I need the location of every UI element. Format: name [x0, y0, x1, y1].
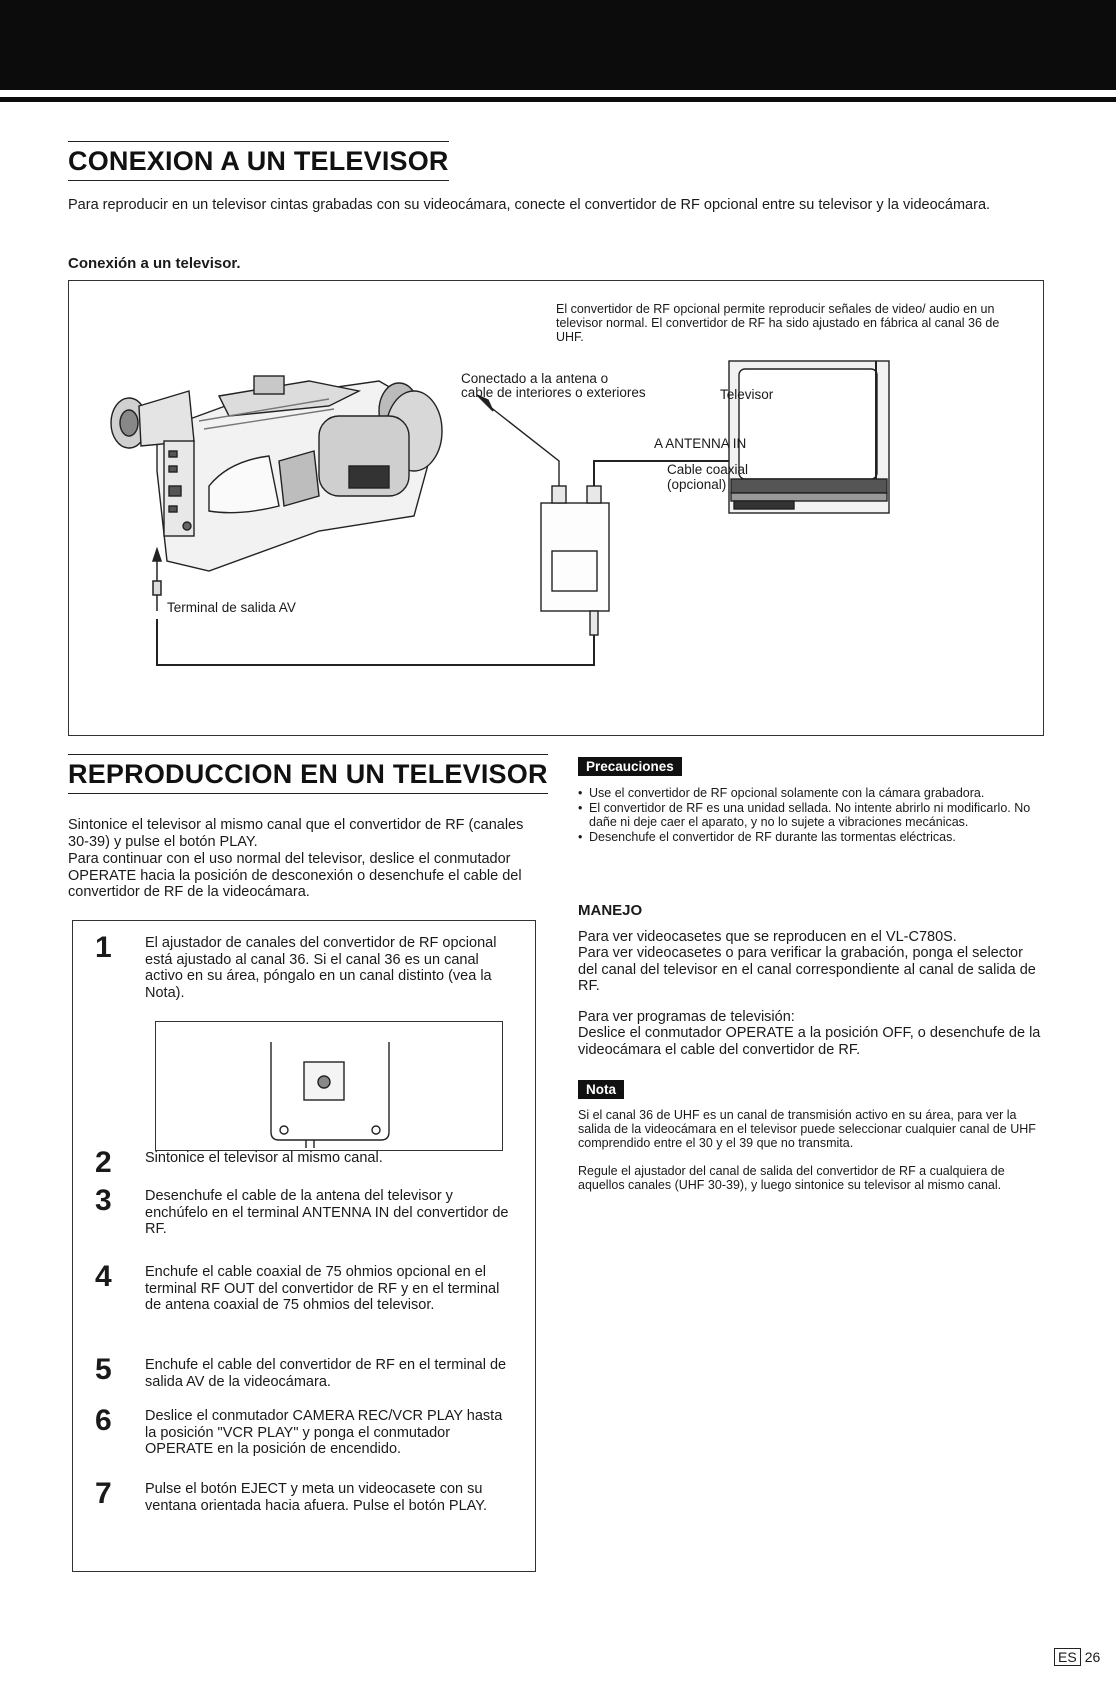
step-text: Desenchufe el cable de la antena del tel…: [145, 1188, 509, 1237]
step-text: Sintonice el televisor al mismo canal.: [145, 1150, 383, 1166]
step-text: Enchufe el cable coaxial de 75 ohmios op…: [145, 1264, 500, 1313]
nota-paragraph-2: Regule el ajustador del canal de salida …: [578, 1164, 1005, 1192]
list-item: El convertidor de RF es una unidad sella…: [578, 801, 1048, 829]
steps-box: 1 El ajustador de canales del convertido…: [72, 920, 536, 1572]
precautions-list: Use el convertidor de RF opcional solame…: [578, 786, 1048, 845]
language-code: ES: [1054, 1648, 1081, 1666]
header-band: [0, 0, 1116, 90]
header-rule: [0, 97, 1116, 102]
coax-label-line2: (opcional): [667, 477, 727, 492]
step-text: Pulse el botón EJECT y meta un videocase…: [145, 1481, 488, 1514]
step-number: 2: [95, 1146, 112, 1179]
channel-adjuster-figure: [155, 1021, 503, 1151]
nota-paragraph-1: Si el canal 36 de UHF es un canal de tra…: [578, 1108, 1036, 1150]
coax-label-line1: Cable coaxial: [667, 462, 749, 477]
step-number: 7: [95, 1477, 112, 1510]
manejo-title: MANEJO: [578, 902, 643, 919]
tv-label: Televisor: [720, 387, 774, 402]
precautions-label: Precauciones: [578, 757, 682, 776]
connection-diagram: El convertidor de RF opcional permite re…: [68, 280, 1044, 736]
television-illustration: [728, 360, 890, 514]
antenna-in-label: A ANTENNA IN: [654, 436, 747, 451]
av-terminal-label: Terminal de salida AV: [167, 600, 296, 615]
manejo-paragraph-1: Para ver videocasetes que se reproducen …: [578, 929, 957, 945]
section-title-connection: CONEXION A UN TELEVISOR: [68, 141, 449, 181]
step-text: Enchufe el cable del convertidor de RF e…: [145, 1357, 507, 1390]
step-number: 6: [95, 1404, 112, 1437]
connection-illustration: [110, 360, 890, 666]
list-item: Desenchufe el convertidor de RF durante …: [578, 830, 1048, 844]
section-title-playback: REPRODUCCION EN UN TELEVISOR: [68, 754, 548, 794]
step-text: El ajustador de canales del convertidor …: [145, 935, 497, 1001]
antenna-label-line1: Conectado a la antena o: [461, 371, 609, 386]
step-text: Deslice el conmutador CAMERA REC/VCR PLA…: [145, 1408, 503, 1457]
playback-paragraph-1: Sintonice el televisor al mismo canal qu…: [68, 817, 524, 850]
antenna-label-line2: cable de interiores o exteriores: [461, 385, 646, 400]
playback-paragraph-2: Para continuar con el uso normal del tel…: [68, 851, 522, 900]
step-number: 3: [95, 1184, 112, 1217]
list-item: Use el convertidor de RF opcional solame…: [578, 786, 1048, 800]
rf-converter-illustration: [476, 394, 735, 649]
manejo-paragraph-3: Para ver programas de televisión:: [578, 1009, 795, 1025]
step-number: 5: [95, 1353, 112, 1386]
nota-label: Nota: [578, 1080, 624, 1099]
intro-text: Para reproducir en un televisor cintas g…: [68, 197, 991, 213]
step-number: 1: [95, 931, 112, 964]
manejo-paragraph-2: Para ver videocasetes o para verificar l…: [578, 945, 1036, 994]
manejo-paragraph-4: Deslice el conmutador OPERATE a la posic…: [578, 1025, 1041, 1058]
converter-closeup-illustration: [270, 1042, 390, 1148]
step-number: 4: [95, 1260, 112, 1293]
rf-converter-note: El convertidor de RF opcional permite re…: [556, 302, 1000, 344]
figure-subheading: Conexión a un televisor.: [68, 255, 241, 272]
camcorder-illustration: [110, 375, 443, 572]
page-number-value: 26: [1084, 1649, 1101, 1665]
